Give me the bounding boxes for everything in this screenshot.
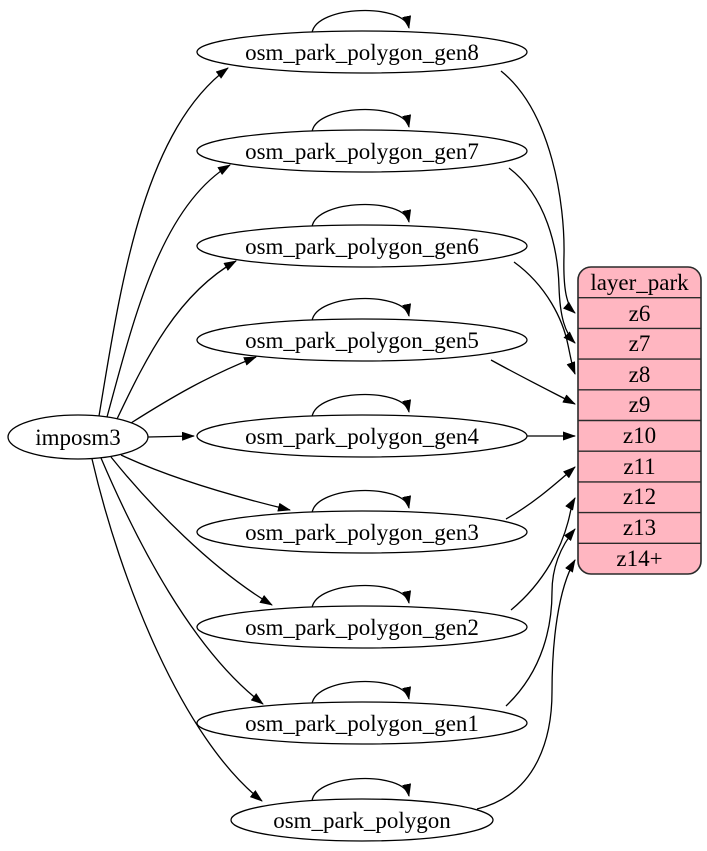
- edge-gen2-z12: [510, 497, 576, 611]
- edge-imposm3-polygon: [91, 458, 263, 802]
- layer-row-z7: z7: [629, 331, 651, 356]
- self-loop-gen5: [311, 297, 412, 322]
- layer-row-z8: z8: [629, 362, 651, 387]
- edge-imposm3-gen7: [106, 164, 231, 418]
- table-ellipse: [230, 798, 494, 842]
- edges-to-layer: [476, 70, 576, 810]
- table-node-gen2: osm_park_polygon_gen2: [196, 605, 528, 649]
- self-loop-gen3: [311, 489, 412, 514]
- self-loop-gen4: [311, 393, 412, 418]
- table-node-gen5: osm_park_polygon_gen5: [196, 318, 528, 362]
- edge-imposm3-gen2: [110, 456, 273, 606]
- table-ellipse: [196, 224, 528, 268]
- table-node-gen8: osm_park_polygon_gen8: [196, 30, 528, 74]
- layer-row-z9: z9: [629, 392, 651, 417]
- table-label: osm_park_polygon_gen4: [245, 424, 479, 449]
- edge-polygon-z14: [476, 559, 576, 810]
- table-label: osm_park_polygon_gen3: [245, 520, 479, 545]
- layer-row-z14: z14+: [616, 546, 662, 571]
- table-ellipse: [196, 30, 528, 74]
- edge-imposm3-gen8: [98, 67, 229, 417]
- edge-imposm3-gen4: [147, 431, 195, 441]
- edge-gen7-z7: [508, 167, 576, 344]
- edge-gen6-z8: [513, 261, 576, 375]
- table-node-gen4: osm_park_polygon_gen4: [196, 414, 528, 458]
- source-node-ellipse: [7, 414, 149, 460]
- self-loop-gen6: [311, 203, 412, 228]
- table-node-gen7: osm_park_polygon_gen7: [196, 129, 528, 173]
- layer-record-title: layer_park: [590, 270, 689, 295]
- table-label: osm_park_polygon_gen1: [245, 711, 479, 736]
- table-node-polygon: osm_park_polygon: [230, 798, 494, 842]
- layer-row-z12: z12: [623, 484, 656, 509]
- layer-record-node: layer_park z6 z7 z8 z9 z10 z11 z12 z13 z…: [577, 266, 702, 575]
- table-ellipse: [196, 414, 528, 458]
- edges-from-source: [91, 67, 291, 802]
- self-loop-gen8: [311, 9, 412, 34]
- table-label: osm_park_polygon_gen2: [245, 615, 479, 640]
- self-loop-gen1: [311, 680, 412, 705]
- source-node-imposm3: imposm3: [7, 414, 149, 460]
- table-node-gen3: osm_park_polygon_gen3: [196, 510, 528, 554]
- layer-row-z11: z11: [623, 454, 655, 479]
- table-label: osm_park_polygon_gen6: [245, 234, 479, 259]
- table-label: osm_park_polygon_gen5: [245, 328, 479, 353]
- layer-row-z10: z10: [623, 423, 656, 448]
- layer-row-z6: z6: [629, 301, 651, 326]
- table-node-gen1: osm_park_polygon_gen1: [196, 701, 528, 745]
- table-ellipse: [196, 129, 528, 173]
- edge-gen1-z13: [505, 528, 576, 707]
- self-loop-polygon: [311, 777, 412, 802]
- edge-gen5-z9: [490, 359, 576, 405]
- table-label: osm_park_polygon: [273, 808, 451, 833]
- table-label: osm_park_polygon_gen7: [245, 139, 479, 164]
- table-label: osm_park_polygon_gen8: [245, 40, 479, 65]
- self-loop-gen2: [311, 584, 412, 609]
- self-loop-gen7: [311, 108, 412, 133]
- table-ellipse: [196, 510, 528, 554]
- edge-gen8-z6: [500, 70, 576, 314]
- edge-gen3-z11: [505, 466, 576, 520]
- self-loop-edges: [311, 9, 412, 802]
- table-ellipse: [196, 318, 528, 362]
- table-node-gen6: osm_park_polygon_gen6: [196, 224, 528, 268]
- edge-imposm3-gen5: [130, 356, 257, 424]
- edge-imposm3-gen1: [100, 457, 264, 705]
- edge-imposm3-gen3: [120, 454, 291, 512]
- layer-row-z13: z13: [623, 515, 656, 540]
- table-ellipse: [196, 605, 528, 649]
- edge-imposm3-gen6: [116, 260, 237, 420]
- source-node-label: imposm3: [35, 425, 121, 450]
- table-ellipse: [196, 701, 528, 745]
